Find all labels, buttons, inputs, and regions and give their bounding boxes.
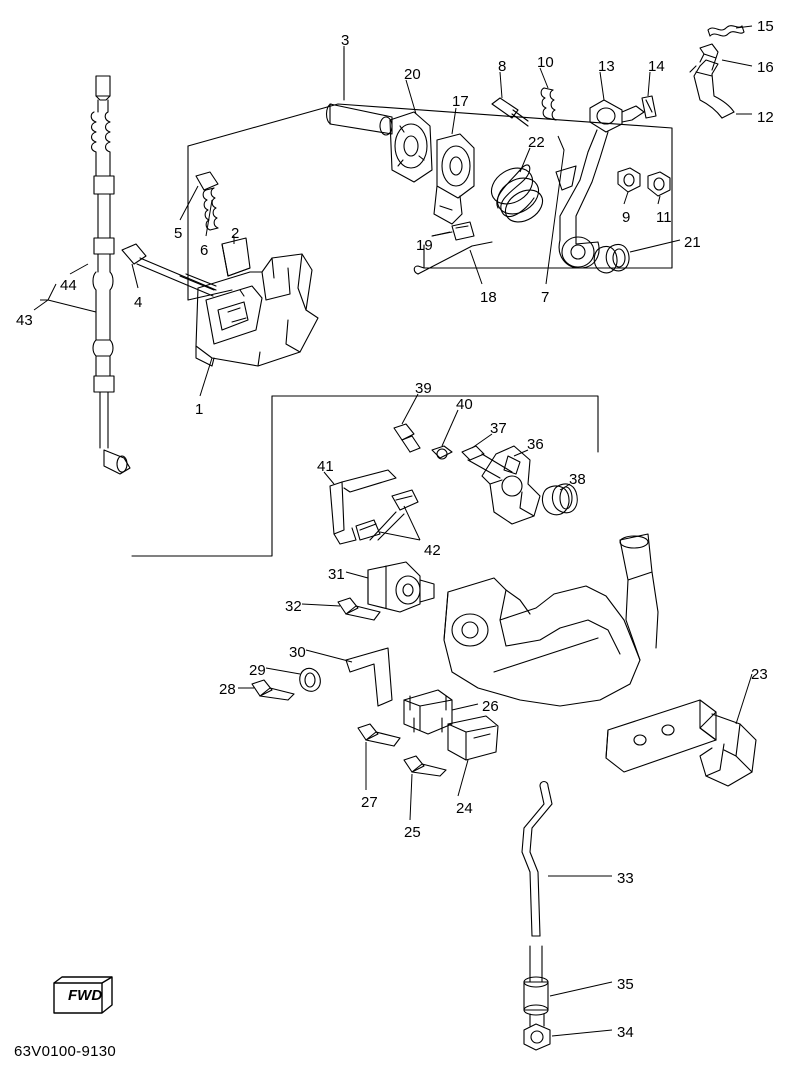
callout-number-1: 1 bbox=[195, 401, 204, 418]
callout-number-8: 8 bbox=[498, 58, 507, 75]
callout-number-5: 5 bbox=[174, 225, 183, 242]
callout-number-3: 3 bbox=[341, 32, 350, 49]
callout-number-31: 31 bbox=[328, 566, 345, 583]
callout-number-43: 43 bbox=[16, 312, 33, 329]
callout-number-17: 17 bbox=[452, 93, 469, 110]
callout-number-41: 41 bbox=[317, 458, 334, 475]
callout-number-14: 14 bbox=[648, 58, 665, 75]
callout-number-7: 7 bbox=[541, 289, 550, 306]
callout-number-36: 36 bbox=[527, 436, 544, 453]
callout-number-42: 42 bbox=[424, 542, 441, 559]
callout-number-38: 38 bbox=[569, 471, 586, 488]
callout-number-40: 40 bbox=[456, 396, 473, 413]
forward-arrow-icon bbox=[53, 976, 113, 1014]
callout-number-18: 18 bbox=[480, 289, 497, 306]
part-code-label: 63V0100-9130 bbox=[14, 1043, 117, 1060]
callout-number-6: 6 bbox=[200, 242, 209, 259]
callout-number-22: 22 bbox=[528, 134, 545, 151]
callout-number-20: 20 bbox=[404, 66, 421, 83]
callout-number-34: 34 bbox=[617, 1024, 634, 1041]
callout-number-30: 30 bbox=[289, 644, 306, 661]
callout-number-11: 11 bbox=[656, 209, 672, 226]
callout-number-25: 25 bbox=[404, 824, 421, 841]
callout-number-44: 44 bbox=[60, 277, 77, 294]
callout-number-4: 4 bbox=[134, 294, 143, 311]
callout-number-28: 28 bbox=[219, 681, 236, 698]
callout-number-2: 2 bbox=[231, 225, 240, 242]
fwd-label-text: FWD bbox=[68, 987, 103, 1004]
callout-number-33: 33 bbox=[617, 870, 634, 887]
callout-number-27: 27 bbox=[361, 794, 378, 811]
callout-number-26: 26 bbox=[482, 698, 499, 715]
callout-number-35: 35 bbox=[617, 976, 634, 993]
callout-number-29: 29 bbox=[249, 662, 266, 679]
callout-number-13: 13 bbox=[598, 58, 615, 75]
callout-number-19: 19 bbox=[416, 237, 433, 254]
callout-number-37: 37 bbox=[490, 420, 507, 437]
callout-number-15: 15 bbox=[757, 18, 774, 35]
callout-number-21: 21 bbox=[684, 234, 701, 251]
callout-number-23: 23 bbox=[751, 666, 768, 683]
callout-number-9: 9 bbox=[622, 209, 631, 226]
callout-number-32: 32 bbox=[285, 598, 302, 615]
fwd-orientation-marker: FWD bbox=[50, 975, 120, 1020]
callout-number-39: 39 bbox=[415, 380, 432, 397]
callout-number-24: 24 bbox=[456, 800, 473, 817]
callout-number-16: 16 bbox=[757, 59, 774, 76]
callout-number-12: 12 bbox=[757, 109, 774, 126]
callout-number-10: 10 bbox=[537, 54, 554, 71]
